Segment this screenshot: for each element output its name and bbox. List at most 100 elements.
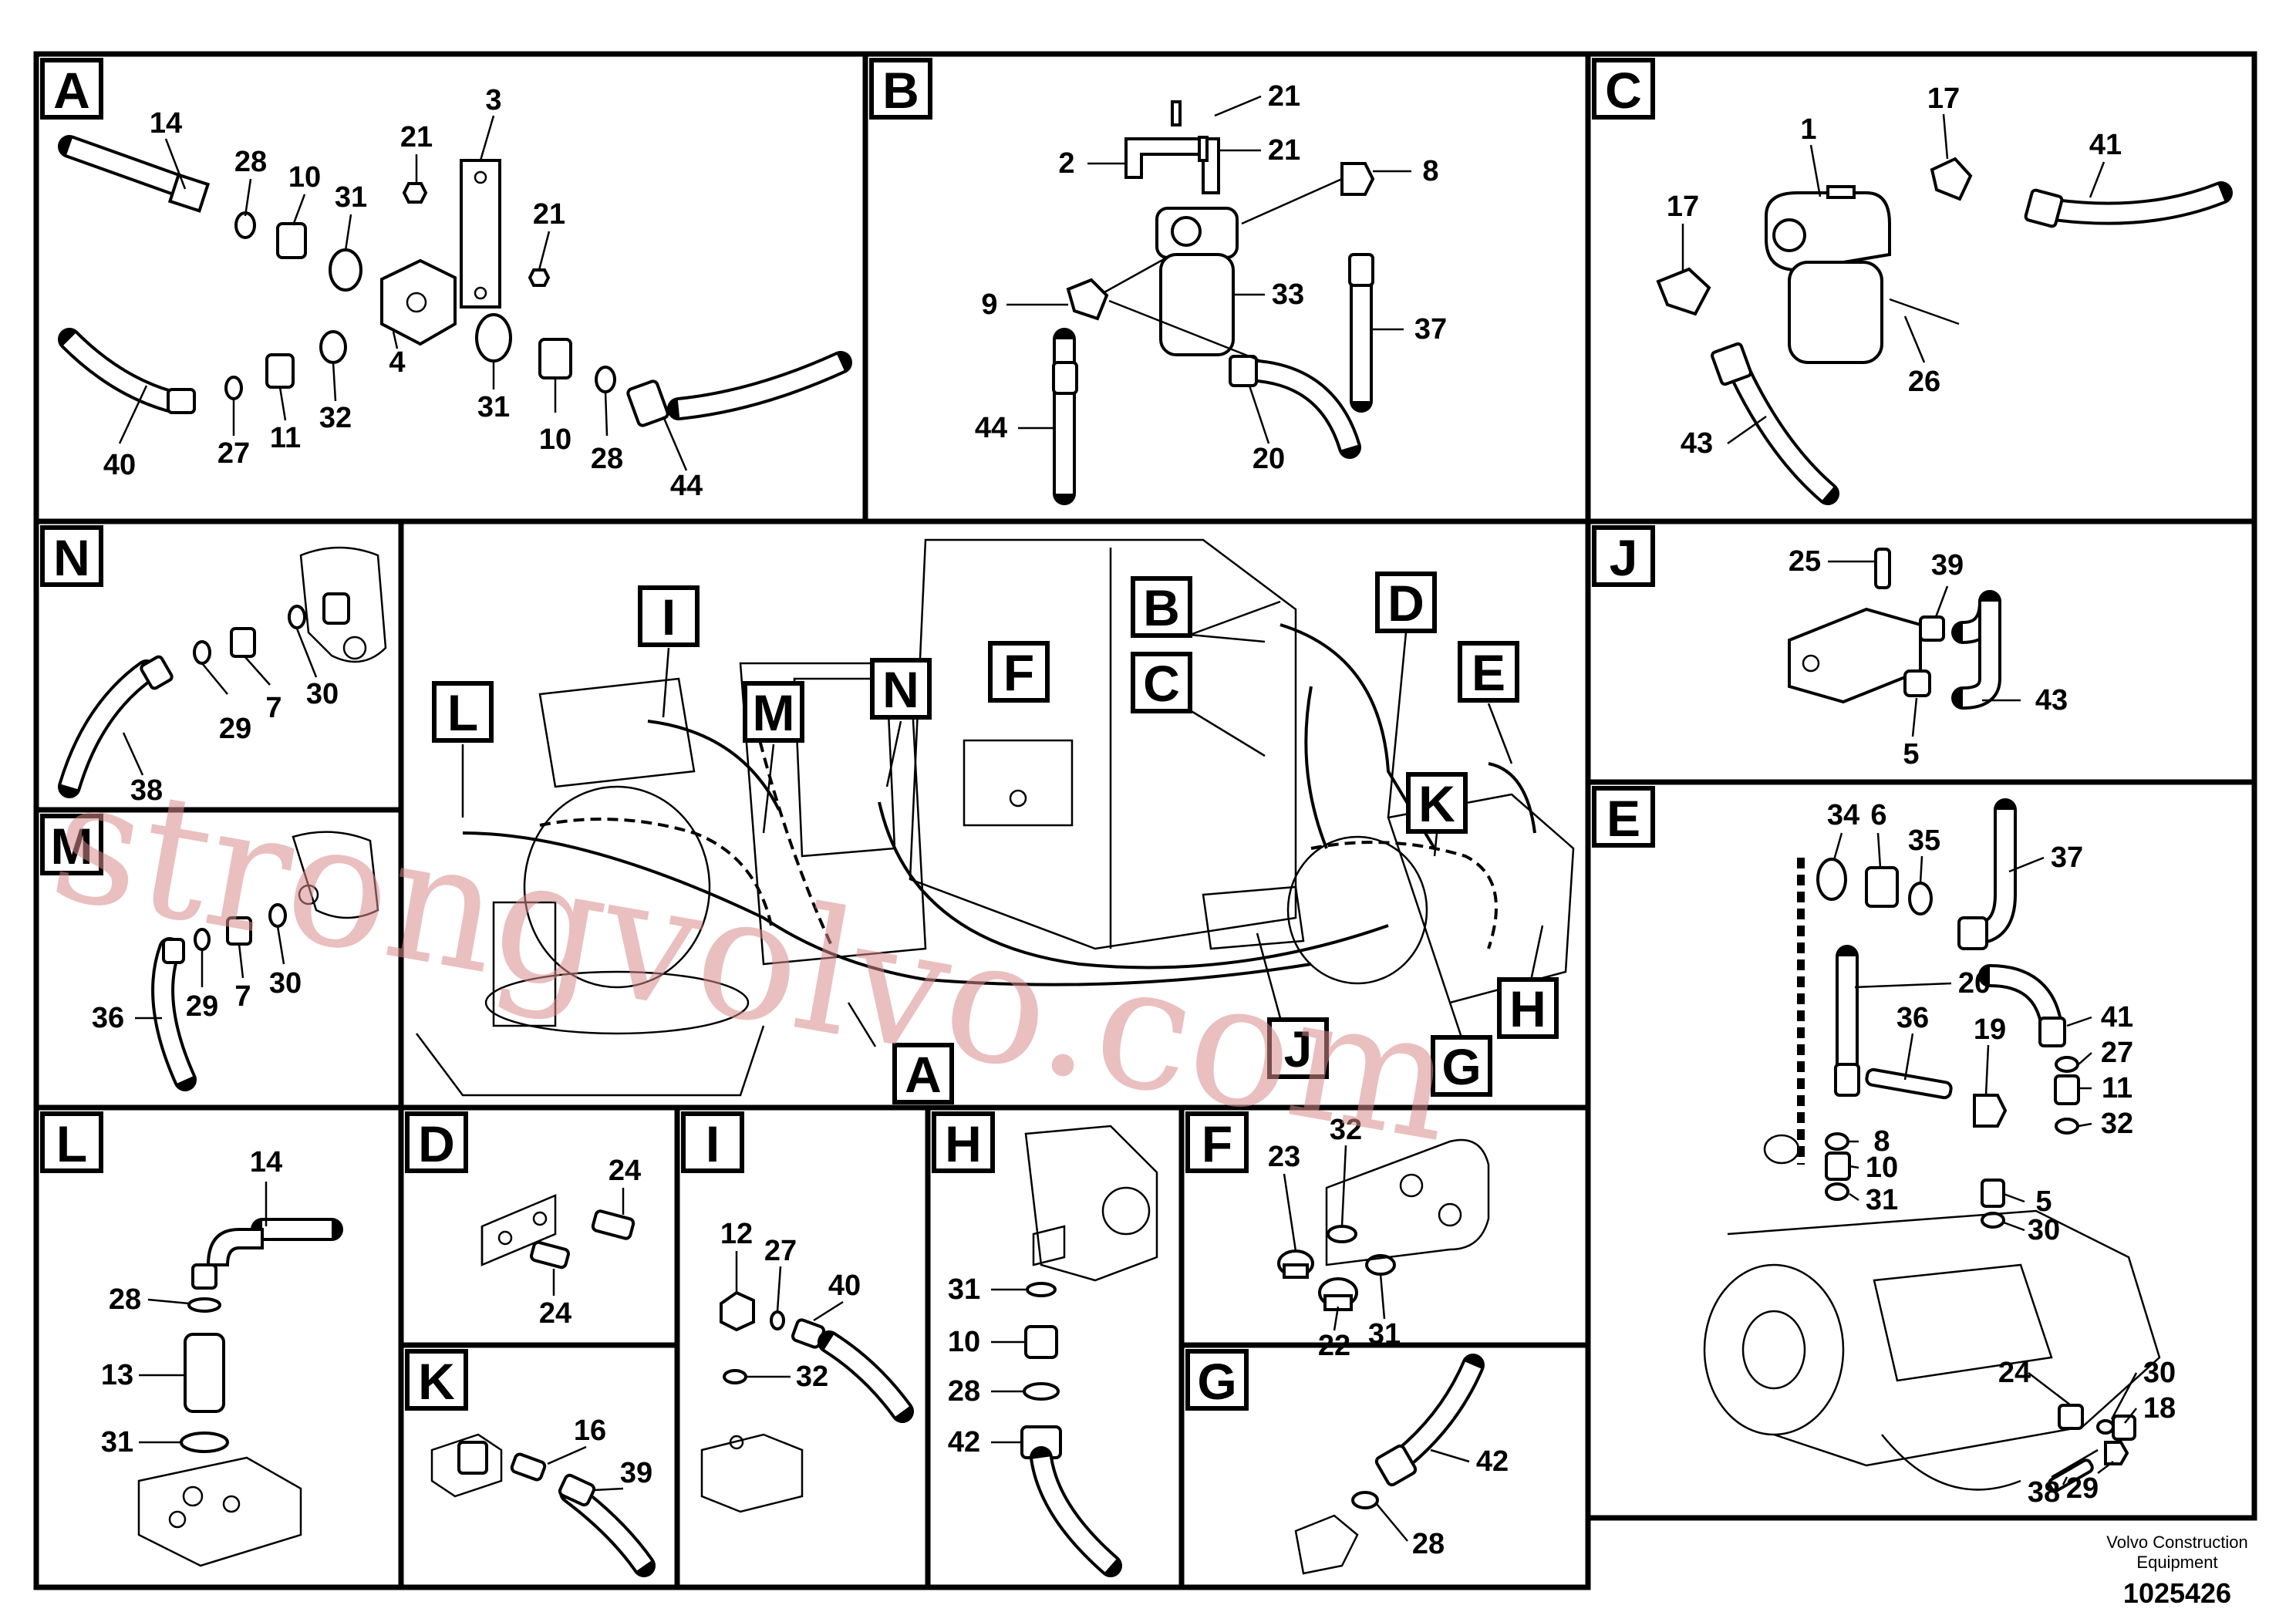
part-number: 32 <box>319 402 352 434</box>
callout-d-text: D <box>1387 575 1424 632</box>
panel-g-drawing <box>1294 1354 1485 1575</box>
callout-j-text: J <box>1284 1020 1313 1077</box>
part-number: 29 <box>219 713 251 745</box>
part-number: 21 <box>533 198 565 231</box>
part-number: 40 <box>828 1270 861 1302</box>
panel-a-tag: A <box>40 58 103 120</box>
part-number: 38 <box>130 774 163 807</box>
callout-f-text: F <box>1003 644 1034 701</box>
part-number: 31 <box>1368 1318 1401 1351</box>
panel-k-labels: 16 39 <box>574 1415 652 1489</box>
panel-m-tag-text: M <box>51 818 93 875</box>
callout-j: J <box>1267 1017 1329 1079</box>
part-number: 31 <box>101 1426 133 1458</box>
panel-i: I 12 27 40 32 <box>681 1111 914 1513</box>
panel-k-drawing <box>430 1433 656 1577</box>
footer-company-line1: Volvo Construction <box>2106 1533 2247 1552</box>
part-number: 24 <box>1998 1357 2031 1389</box>
part-number: 17 <box>1667 191 1699 223</box>
panel-d-drawing <box>480 1194 636 1270</box>
part-number: 30 <box>2028 1214 2060 1246</box>
callout-k: K <box>1406 772 1468 834</box>
panel-n-labels: 30 7 29 38 <box>130 678 339 807</box>
panel-overview: I L M N F B C D E K A J G H <box>416 538 1575 1104</box>
part-number: 30 <box>306 678 339 710</box>
part-number: 10 <box>288 161 321 194</box>
part-number: 37 <box>1414 313 1447 346</box>
callout-n-text: N <box>882 661 919 718</box>
part-number: 32 <box>796 1361 828 1393</box>
panel-h-leaders <box>991 1288 1026 1444</box>
callout-e-text: E <box>1472 644 1505 701</box>
panel-g-tag-text: G <box>1197 1353 1236 1410</box>
part-number: 20 <box>1253 443 1285 475</box>
panel-e: E <box>1592 786 2176 1509</box>
part-number: 34 <box>1827 799 1859 831</box>
part-number: 31 <box>948 1273 980 1306</box>
part-number: 39 <box>1931 549 1964 582</box>
callout-n: N <box>870 658 932 720</box>
panel-c-labels: 1 17 41 17 26 43 <box>1667 83 2122 460</box>
panel-l: L 14 28 13 31 <box>40 1111 343 1567</box>
overview-callouts: I L M N F B C D E K A J G H <box>432 572 1559 1104</box>
part-number: 26 <box>1908 366 1940 398</box>
panel-m-tag: M <box>40 814 103 875</box>
part-number: 21 <box>1268 80 1300 113</box>
panel-c-drawing <box>1656 157 2233 505</box>
part-number: 39 <box>620 1457 652 1489</box>
panel-c-leaders <box>1681 113 2106 445</box>
panel-g-labels: 42 28 <box>1412 1445 1509 1560</box>
overview-drawing <box>416 538 1575 1097</box>
panel-f-frame <box>1178 1104 1591 1348</box>
part-number: 14 <box>150 107 182 140</box>
panel-n: N 30 7 29 38 <box>40 525 387 807</box>
panel-n-tag: N <box>40 525 103 587</box>
part-number: 28 <box>948 1375 980 1408</box>
part-number: 10 <box>948 1326 980 1358</box>
overview-callout-leaders <box>461 600 1544 1047</box>
part-number: 20 <box>1958 967 1991 1000</box>
panel-j-tag-text: J <box>1610 529 1638 586</box>
panel-a-tag-text: A <box>53 62 90 119</box>
part-number: 28 <box>1412 1528 1445 1560</box>
part-number: 28 <box>234 146 267 178</box>
panel-n-tag-text: N <box>53 529 90 586</box>
part-number: 27 <box>2101 1037 2133 1069</box>
panel-b: B <box>869 58 1447 505</box>
part-number: 2 <box>1058 147 1074 180</box>
callout-g-text: G <box>1441 1038 1481 1095</box>
part-number: 33 <box>1272 278 1304 311</box>
part-number: 44 <box>670 470 703 502</box>
part-number: 6 <box>1870 799 1886 831</box>
panel-l-leaders <box>139 1182 268 1444</box>
panel-h-tag-text: H <box>945 1115 982 1172</box>
panel-k: K 16 39 <box>405 1349 656 1577</box>
panel-i-tag: I <box>681 1111 744 1173</box>
panel-k-tag: K <box>405 1349 468 1411</box>
panel-b-leaders <box>1006 95 1411 444</box>
part-number: 7 <box>234 980 251 1013</box>
panel-c-tag: C <box>1592 58 1655 120</box>
part-number: 43 <box>1681 427 1713 460</box>
part-number: 29 <box>2066 1472 2099 1505</box>
part-number: 4 <box>389 346 405 379</box>
panel-g-frame <box>1178 1342 1591 1590</box>
panel-h-drawing <box>1020 1125 1158 1577</box>
part-number: 11 <box>2102 1072 2132 1104</box>
part-number: 14 <box>250 1146 282 1179</box>
part-number: 24 <box>539 1297 571 1330</box>
panel-a-labels: 14 28 10 31 21 3 21 4 31 10 28 44 40 27 … <box>103 84 703 502</box>
panel-k-leaders <box>547 1445 624 1492</box>
panel-a: A <box>40 58 852 502</box>
part-number: 44 <box>975 412 1007 444</box>
callout-b: B <box>1131 576 1192 638</box>
part-number: 31 <box>477 391 510 423</box>
footer-doc-number: 1025426 <box>2123 1577 2231 1609</box>
panel-c-tag-text: C <box>1605 62 1642 119</box>
part-number: 36 <box>1896 1002 1929 1034</box>
panel-d: D 24 24 <box>405 1111 641 1330</box>
callout-l-text: L <box>447 684 478 741</box>
part-number: 29 <box>186 990 218 1023</box>
panel-f-labels: 32 23 22 31 <box>1268 1114 1401 1362</box>
callout-c: C <box>1131 652 1192 713</box>
